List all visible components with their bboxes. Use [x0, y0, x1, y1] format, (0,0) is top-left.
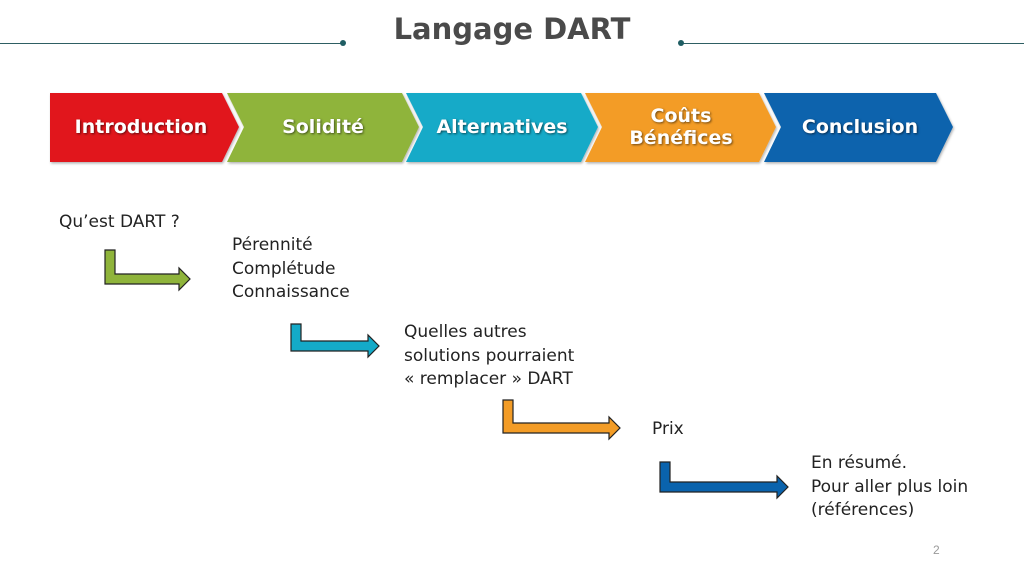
page-number: 2: [933, 543, 940, 557]
note-line: « remplacer » DART: [404, 369, 573, 389]
note-line: Connaissance: [232, 282, 350, 302]
note-line: (références): [811, 500, 915, 520]
note-line: En résumé.: [811, 453, 908, 473]
note-line: Pour aller plus loin: [811, 476, 969, 497]
step-label-couts-benefices: Coûts Bénéfices: [629, 105, 733, 149]
note-conclusion: En résumé. Pour aller plus loin (référen…: [811, 452, 968, 523]
step-label-introduction: Introduction: [74, 116, 208, 138]
chevron-conclusion: [764, 93, 953, 162]
note-couts: Prix: [652, 418, 684, 442]
note-line: Prix: [652, 419, 684, 439]
bent-arrow-icon: [502, 399, 621, 441]
note-line: Qu’est DART ?: [59, 212, 180, 232]
note-line: Quelles autres: [404, 322, 527, 342]
bent-arrow-icon: [290, 323, 380, 359]
step-label-solidite: Solidité: [282, 116, 364, 138]
title-rule-right: [682, 43, 1024, 44]
step-label-conclusion: Conclusion: [801, 116, 919, 138]
title-rule-left: [0, 43, 343, 44]
bent-arrow-icon: [659, 461, 789, 500]
note-alternatives: Quelles autres solutions pourraient « re…: [404, 321, 574, 392]
chevron-solidite: [227, 93, 419, 162]
bent-arrow-icon: [104, 249, 191, 292]
note-solidite: Pérennité Complétude Connaissance: [232, 234, 350, 305]
title-rule-right-dot: [678, 40, 684, 46]
chevron-introduction: [50, 93, 239, 162]
note-line: Complétude: [232, 258, 336, 279]
title-rule-left-dot: [340, 40, 346, 46]
note-intro: Qu’est DART ?: [59, 211, 180, 235]
note-line: solutions pourraient: [404, 345, 575, 366]
slide-title: Langage DART: [393, 12, 631, 46]
step-label-alternatives: Alternatives: [436, 116, 568, 138]
note-line: Pérennité: [232, 235, 313, 255]
chevron-alternatives: [406, 93, 598, 162]
chevron-couts-benefices: [585, 93, 776, 162]
